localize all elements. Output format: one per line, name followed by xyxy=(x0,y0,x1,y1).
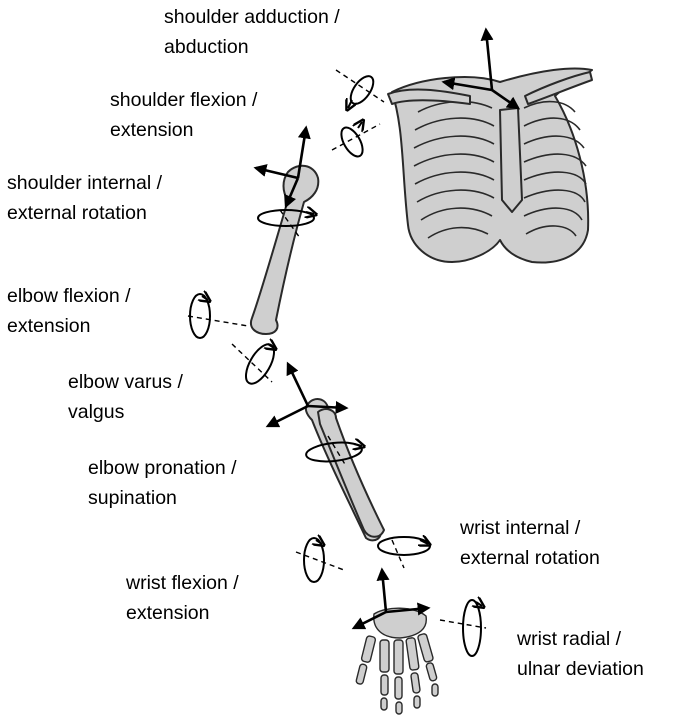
label-line: wrist flexion / xyxy=(126,572,239,594)
label-shoulder-rotation: shoulder internal / external rotation xyxy=(7,168,162,228)
label-line: elbow varus / xyxy=(68,371,183,393)
rib-cage xyxy=(387,67,593,264)
label-elbow-flexion: elbow flexion / extension xyxy=(7,281,131,341)
hand-bones xyxy=(355,607,439,715)
wrist-frame xyxy=(351,567,431,630)
label-wrist-rotation: wrist internal / external rotation xyxy=(460,513,600,573)
label-line: elbow pronation / xyxy=(88,457,237,479)
label-line: external rotation xyxy=(7,202,147,224)
label-line: extension xyxy=(126,602,210,624)
label-elbow-pronation: elbow pronation / supination xyxy=(88,453,237,513)
label-line: wrist radial / xyxy=(517,628,622,650)
label-line: shoulder internal / xyxy=(7,172,163,194)
label-wrist-deviation: wrist radial / ulnar deviation xyxy=(517,624,644,684)
label-line: supination xyxy=(88,487,177,509)
label-line: shoulder adduction / xyxy=(164,6,340,28)
label-line: elbow flexion / xyxy=(7,285,131,307)
label-wrist-flexion: wrist flexion / extension xyxy=(126,568,239,628)
label-elbow-varus: elbow varus / valgus xyxy=(68,367,183,427)
rotation-arrows xyxy=(189,75,482,657)
shoulder-frame xyxy=(441,27,521,110)
forearm-bones xyxy=(304,398,385,542)
label-line: shoulder flexion / xyxy=(110,89,258,111)
label-line: wrist internal / xyxy=(460,517,581,539)
label-line: valgus xyxy=(68,401,125,423)
label-shoulder-flexion: shoulder flexion / extension xyxy=(110,85,257,145)
label-line: extension xyxy=(7,315,91,337)
label-shoulder-adduction: shoulder adduction / abduction xyxy=(164,2,340,62)
humerus-frame xyxy=(253,125,311,209)
label-line: extension xyxy=(110,119,194,141)
label-line: ulnar deviation xyxy=(517,658,644,680)
elbow-frame xyxy=(265,361,349,428)
rotation-axes xyxy=(187,69,487,629)
label-line: abduction xyxy=(164,36,249,58)
humerus xyxy=(250,164,320,335)
label-line: external rotation xyxy=(460,547,600,569)
